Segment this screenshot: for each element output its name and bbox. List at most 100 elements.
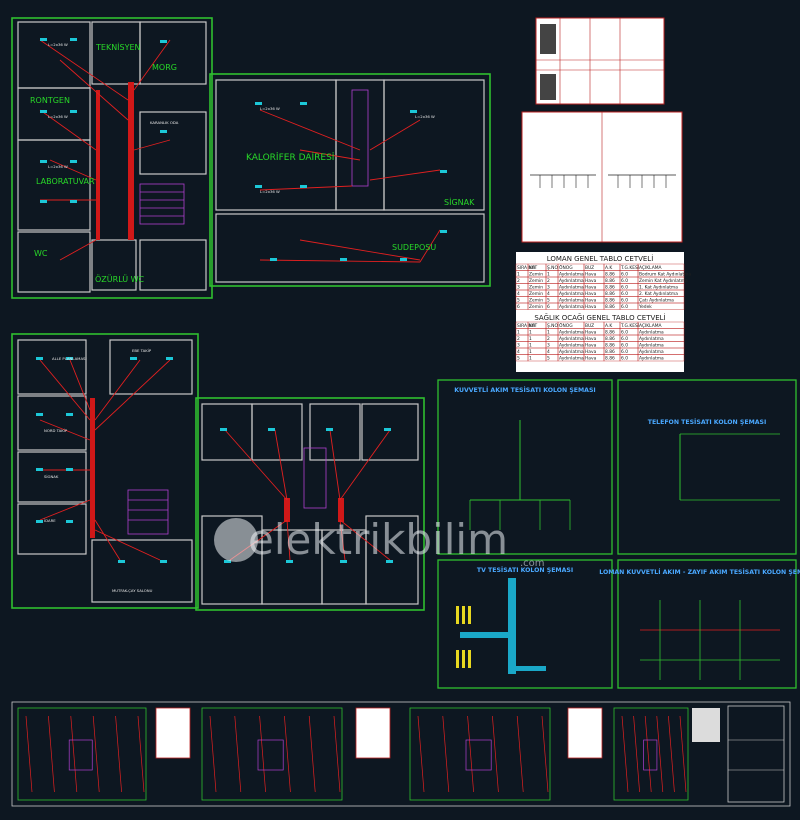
room-tr-2	[335, 79, 385, 211]
plan-bm-outline	[195, 397, 425, 611]
plan-bl-outline	[11, 333, 199, 609]
wires-top-right	[259, 109, 441, 263]
room-bm-3	[309, 403, 361, 461]
thumbnail-wire	[467, 715, 474, 793]
table-cell: 6.0	[621, 271, 628, 277]
table-cell: Hava	[585, 329, 597, 335]
table-cell: Aydınlatma	[559, 304, 584, 310]
table-header-cell: ÖNOG	[559, 322, 573, 329]
table-cell: 6.0	[621, 297, 628, 303]
table-cell: 3	[547, 342, 550, 348]
table-cell: Aydınlatma	[639, 336, 664, 342]
loman-table-title: LOMAN GENEL TABLO CETVELİ	[547, 254, 654, 263]
sheet-thumbnail	[692, 708, 720, 742]
lamp-symbols-top	[40, 38, 447, 261]
thumbnail-wire	[633, 715, 640, 793]
table-header-cell: KAT	[529, 323, 537, 329]
thumbnail-wire	[333, 715, 341, 793]
room-label: MORG	[152, 63, 177, 72]
room-bl-4	[17, 451, 87, 503]
table-cell: Aydınlatma	[559, 355, 584, 361]
table-cell: 5	[517, 355, 520, 361]
room-label: LABORATUVAR	[36, 177, 95, 186]
schedule-sheet-2	[521, 111, 683, 243]
thumbnail-wire	[48, 715, 55, 793]
lamp-label: L=2x36 W	[260, 189, 280, 194]
thumbnail-stair	[643, 739, 658, 771]
table-cell: 6.0	[621, 349, 628, 355]
room-bm-2	[251, 403, 303, 461]
room-label: KALORİFER DAİRESİ	[246, 152, 334, 163]
table-cell: 5	[517, 297, 520, 303]
saglik-table-title: SAĞLIK OCAĞI GENEL TABLO CETVELİ	[534, 313, 665, 322]
room-bm-8	[365, 515, 419, 605]
table-cell: Çatı Aydınlatma	[639, 297, 674, 303]
room-bl-5	[17, 503, 87, 555]
riser-top-left-2	[96, 90, 100, 240]
table-header-cell: BUZ	[585, 323, 594, 329]
riser-bl	[90, 398, 95, 538]
table-cell: Aydınlatma	[559, 291, 584, 297]
table-cell: 6	[517, 304, 520, 310]
table-cell: 8.86	[605, 355, 615, 361]
room-tl-7	[139, 111, 207, 175]
room-tl-4	[17, 231, 91, 293]
table-cell: Zemin	[529, 278, 543, 284]
floor-plan-top: L=2x36 W L=2x36 W L=2x36 W L=2x36 W L=2x…	[11, 17, 491, 299]
thumbnail-wire	[668, 715, 675, 793]
table-cell: 4	[517, 349, 520, 355]
table-header-cell: A.K	[605, 323, 612, 329]
room-tl-1	[17, 21, 91, 89]
table-cell: Hava	[585, 291, 597, 297]
table-cell: 1	[547, 329, 550, 335]
sheet-strip	[11, 701, 791, 807]
table-header-cell: SIRA NO	[517, 323, 536, 329]
room-bm-4	[361, 403, 419, 461]
room-bl-1	[17, 339, 87, 395]
sheet-thumbnail	[567, 707, 603, 759]
watermark-logo	[214, 518, 258, 562]
thumbnail-wire	[442, 715, 450, 793]
lamp-label: L=2x36 W	[48, 164, 68, 169]
table-cell: Zemin Kat Aydınlatma	[639, 278, 688, 284]
table-cell: 8.86	[605, 342, 615, 348]
sheet-thumbnail	[155, 707, 191, 759]
table-header-cell: T.G.KESİ	[620, 322, 639, 329]
table-cell: Aydınlatma	[639, 342, 664, 348]
table-cell: 4	[517, 291, 520, 297]
table-cell: Aydınlatma	[639, 329, 664, 335]
watermark-brand: elektrikbilim	[248, 515, 508, 564]
panel-telefon-title: TELEFON TESİSATI KOLON ŞEMASI	[648, 417, 767, 426]
table-cell: 1	[529, 336, 532, 342]
table-header-cell: A.K	[605, 265, 612, 271]
room-label: NORD TAKİP	[44, 428, 68, 433]
table-cell: Hava	[585, 297, 597, 303]
table-cell: Aydınlatma	[559, 336, 584, 342]
table-cell: 8.86	[605, 336, 615, 342]
table-cell: 8.86	[605, 297, 615, 303]
table-cell: Zemin	[529, 304, 543, 310]
thumbnail-stair	[257, 739, 284, 771]
table-cell: Zemin	[529, 291, 543, 297]
table-header-cell: AÇIKLAMA	[639, 323, 662, 329]
table-cell: 2	[547, 278, 550, 284]
sheet-thumbnail	[409, 707, 551, 801]
table-cell: Aydınlatma	[559, 342, 584, 348]
table-cell: 3	[517, 342, 520, 348]
table-cell: 2. Kat Aydınlatma	[639, 291, 678, 297]
wires-top-left	[39, 39, 171, 261]
panel-kuvvetli: KUVVETLİ AKIM TESİSATI KOLON ŞEMASI	[437, 379, 613, 555]
panel-tv: TV TESİSATI KOLON ŞEMASI	[437, 559, 613, 689]
table-cell: Hava	[585, 271, 597, 277]
table-cell: 6.0	[621, 304, 628, 310]
table-cell: 8.86	[605, 278, 615, 284]
table-cell: 4	[547, 349, 550, 355]
table-cell: 4	[547, 291, 550, 297]
table-cell: Hava	[585, 336, 597, 342]
room-tl-3	[17, 139, 91, 231]
panel-loman-title: LOMAN KUVVETLİ AKIM - ZAYIF AKIM TESİSAT…	[599, 567, 800, 576]
table-cell: 8.86	[605, 329, 615, 335]
room-label: ÖZÜRLÜ WC	[95, 274, 145, 284]
thumbnail-wire	[70, 715, 78, 793]
